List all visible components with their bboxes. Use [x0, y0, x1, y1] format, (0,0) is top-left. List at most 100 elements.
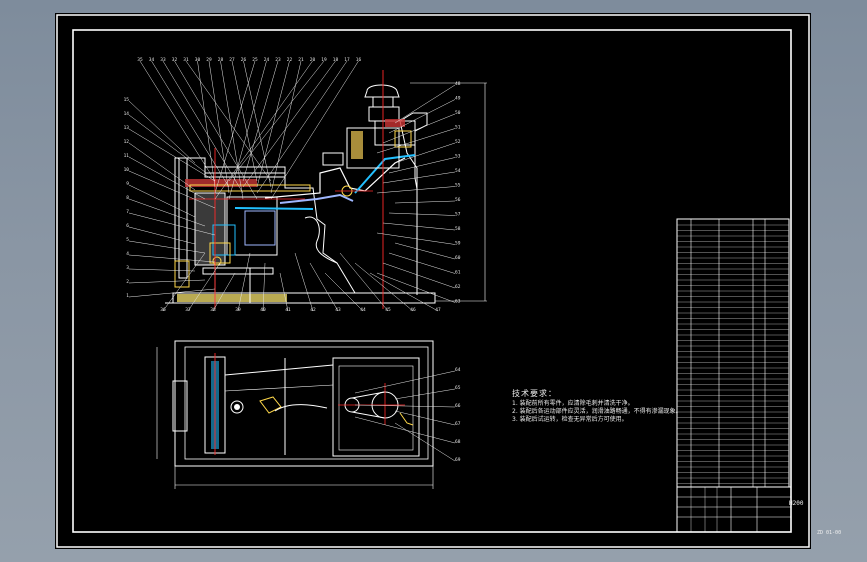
- part-number-label: 45: [385, 307, 391, 313]
- part-number-label: 1: [126, 293, 129, 299]
- part-number-label: 30: [195, 57, 201, 63]
- leader-line: [228, 60, 325, 182]
- part-number-label: 56: [455, 197, 461, 203]
- part-number-label: 38: [210, 307, 216, 313]
- part-number-label: 58: [455, 226, 461, 232]
- part-number-label: 51: [455, 125, 461, 131]
- part-number-label: 61: [455, 270, 461, 276]
- leader-line: [128, 279, 206, 284]
- leader-line: [139, 60, 216, 182]
- leader-line: [212, 272, 236, 312]
- part-number-label: 19: [321, 57, 327, 63]
- leader-line: [394, 410, 456, 426]
- leader-line: [388, 99, 456, 134]
- leader-line: [128, 142, 196, 191]
- part-number-label: 5: [126, 237, 129, 243]
- part-number-label: 21: [298, 57, 304, 63]
- part-number-label: 32: [172, 57, 178, 63]
- leader-line: [394, 84, 456, 124]
- leader-line: [214, 60, 256, 194]
- leader-line: [128, 288, 216, 298]
- part-number-label: 68: [455, 439, 461, 445]
- part-number-label: 18: [333, 57, 339, 63]
- leader-line: [324, 272, 364, 312]
- notes-title: 技术要求：: [512, 389, 557, 398]
- part-number-label: 66: [455, 403, 461, 409]
- part-number-label: 33: [160, 57, 166, 63]
- note-item: 3. 装配后试运转，检查无异常后方可使用。: [512, 416, 628, 423]
- leader-line: [128, 254, 216, 263]
- leader-line: [208, 60, 230, 194]
- part-number-label: 4: [126, 251, 129, 257]
- leader-line: [394, 142, 456, 164]
- note-item: 2. 装配后各运动部件应灵活，润滑油路畅通，不得有渗漏现象。: [512, 408, 682, 415]
- leader-line: [197, 60, 216, 188]
- leader-line: [279, 272, 289, 312]
- part-number-label: 2: [126, 279, 129, 285]
- part-number-label: 25: [252, 57, 258, 63]
- leader-line: [388, 212, 456, 216]
- leader-line: [128, 226, 196, 245]
- leader-line: [262, 262, 266, 312]
- leader-line: [128, 198, 206, 227]
- leader-line: [128, 240, 206, 254]
- part-number-label: 9: [126, 181, 129, 187]
- leader-line: [128, 114, 206, 173]
- leader-line: [388, 252, 456, 274]
- leader-line: [376, 128, 456, 154]
- part-number-label: 6: [126, 223, 129, 229]
- part-number-label: 67: [455, 421, 461, 427]
- leader-line: [394, 200, 456, 204]
- leader-line: [128, 156, 206, 200]
- leader-line: [354, 262, 414, 312]
- leader-line: [128, 170, 216, 209]
- part-number-label: 53: [455, 154, 461, 160]
- leader-line: [388, 157, 456, 174]
- part-number-label: 54: [455, 168, 461, 174]
- leader-line: [270, 60, 359, 200]
- leader-line: [185, 60, 272, 182]
- parts-list: [676, 218, 790, 488]
- leader-line: [162, 252, 206, 312]
- part-number-label: 39: [235, 307, 241, 313]
- leader-line: [376, 186, 456, 194]
- part-number-label: 48: [455, 81, 461, 87]
- leader-line: [354, 370, 456, 394]
- leader-line: [128, 212, 216, 236]
- leader-line: [354, 404, 456, 408]
- part-number-label: 44: [360, 307, 366, 313]
- leader-line: [394, 422, 456, 462]
- part-number-label: 29: [206, 57, 212, 63]
- part-number-label: 11: [124, 153, 130, 159]
- part-number-label: 46: [410, 307, 416, 313]
- leader-line: [382, 262, 456, 289]
- part-number-label: 59: [455, 241, 461, 247]
- leader-line: [256, 60, 348, 194]
- part-number-label: 23: [275, 57, 281, 63]
- part-number-label: 69: [455, 457, 461, 463]
- part-number-label: 24: [264, 57, 270, 63]
- part-number-label: 13: [124, 125, 130, 131]
- part-number-label: 20: [310, 57, 316, 63]
- leader-line: [256, 60, 290, 188]
- leader-line: [187, 262, 221, 312]
- leader-line: [382, 171, 456, 184]
- part-number-label: 7: [126, 209, 129, 215]
- part-number-label: 26: [241, 57, 247, 63]
- leader-line: [220, 60, 244, 200]
- outer-border: [56, 14, 810, 548]
- part-number-label: 14: [124, 111, 130, 117]
- leader-line: [128, 128, 216, 182]
- leader-line: [228, 60, 267, 200]
- leader-line: [382, 113, 456, 144]
- part-number-label: 10: [124, 167, 130, 173]
- leader-line: [237, 252, 251, 312]
- title-block: H200 ZD 01-00: [731, 499, 845, 543]
- part-number-label: 49: [455, 96, 461, 102]
- leader-line: [339, 252, 389, 312]
- part-number-label: 37: [185, 307, 191, 313]
- part-number-label: 16: [356, 57, 362, 63]
- part-number-label: 64: [455, 367, 461, 373]
- part-number-label: 65: [455, 385, 461, 391]
